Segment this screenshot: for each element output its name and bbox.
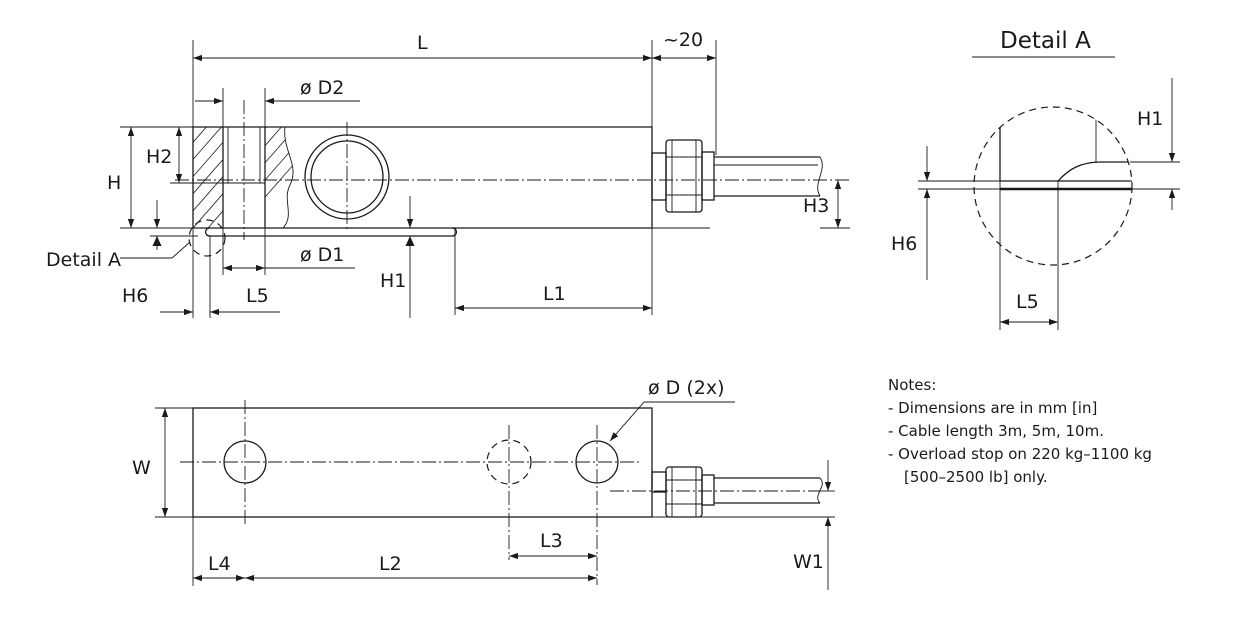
label-D-2x: ø D (2x) xyxy=(648,377,725,399)
label-D1: ø D1 xyxy=(300,244,344,266)
hole-hidden xyxy=(486,439,532,485)
label-L2: L2 xyxy=(379,553,402,575)
notes-line-2: - Cable length 3m, 5m, 10m. xyxy=(888,422,1104,440)
label-L3: L3 xyxy=(540,530,563,552)
notes-line-4: [500–2500 lb] only. xyxy=(904,468,1048,486)
notes-line-3: - Overload stop on 220 kg–1100 kg xyxy=(888,445,1152,463)
detail-a-callout xyxy=(188,219,226,257)
bottom-view: ø D (2x) W W1 L3 L4 L2 xyxy=(132,377,835,590)
label-L1: L1 xyxy=(543,283,566,305)
label-W: W xyxy=(132,457,151,479)
label-cable-length: ~20 xyxy=(663,29,703,51)
label-H: H xyxy=(107,172,121,194)
label-H6-detail: H6 xyxy=(891,233,917,255)
label-H2: H2 xyxy=(146,146,172,168)
label-L5-detail: L5 xyxy=(1016,291,1039,313)
notes-line-1: - Dimensions are in mm [in] xyxy=(888,399,1097,417)
label-L: L xyxy=(417,32,428,54)
cable-gland-bottom xyxy=(610,466,823,518)
label-D2: ø D2 xyxy=(300,77,344,99)
cable-gland xyxy=(651,139,715,213)
label-H1-side: H1 xyxy=(380,270,406,292)
loadcell-bottom-body xyxy=(192,407,653,518)
detail-a-view: Detail A H1 H6 L5 xyxy=(891,28,1180,330)
label-L4: L4 xyxy=(208,553,231,575)
notes: Notes: - Dimensions are in mm [in] - Cab… xyxy=(888,376,1152,486)
detail-a-circle xyxy=(973,106,1133,266)
label-W1: W1 xyxy=(793,551,824,573)
detail-a-title: Detail A xyxy=(1000,28,1091,54)
cable xyxy=(714,156,823,197)
label-H1-detail: H1 xyxy=(1137,108,1163,130)
label-detail-a: Detail A xyxy=(46,249,121,271)
label-H6-side: H6 xyxy=(122,285,148,307)
label-L5-side: L5 xyxy=(246,285,269,307)
notes-heading: Notes: xyxy=(888,376,936,394)
side-view: L ~20 ø D2 H H2 H3 ø D1 xyxy=(46,29,850,318)
label-H3: H3 xyxy=(803,195,829,217)
